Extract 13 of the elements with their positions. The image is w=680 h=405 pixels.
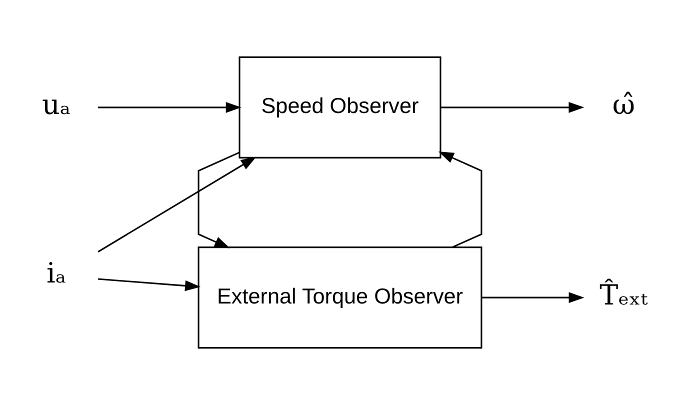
node-text: ω̂ [612,88,636,122]
arrow [482,292,584,303]
node-text: iₐ [46,256,66,290]
arrow [98,102,242,113]
node-text: uₐ [42,88,71,122]
node-box: Speed Observer [238,56,442,158]
arrow [98,278,201,292]
arrow [198,152,240,248]
node-text: T̂ₑₓₜ [600,278,648,312]
node-box: External Torque Observer [198,246,482,349]
arrow [98,156,256,252]
arrow [440,102,584,113]
arrow [438,152,482,248]
